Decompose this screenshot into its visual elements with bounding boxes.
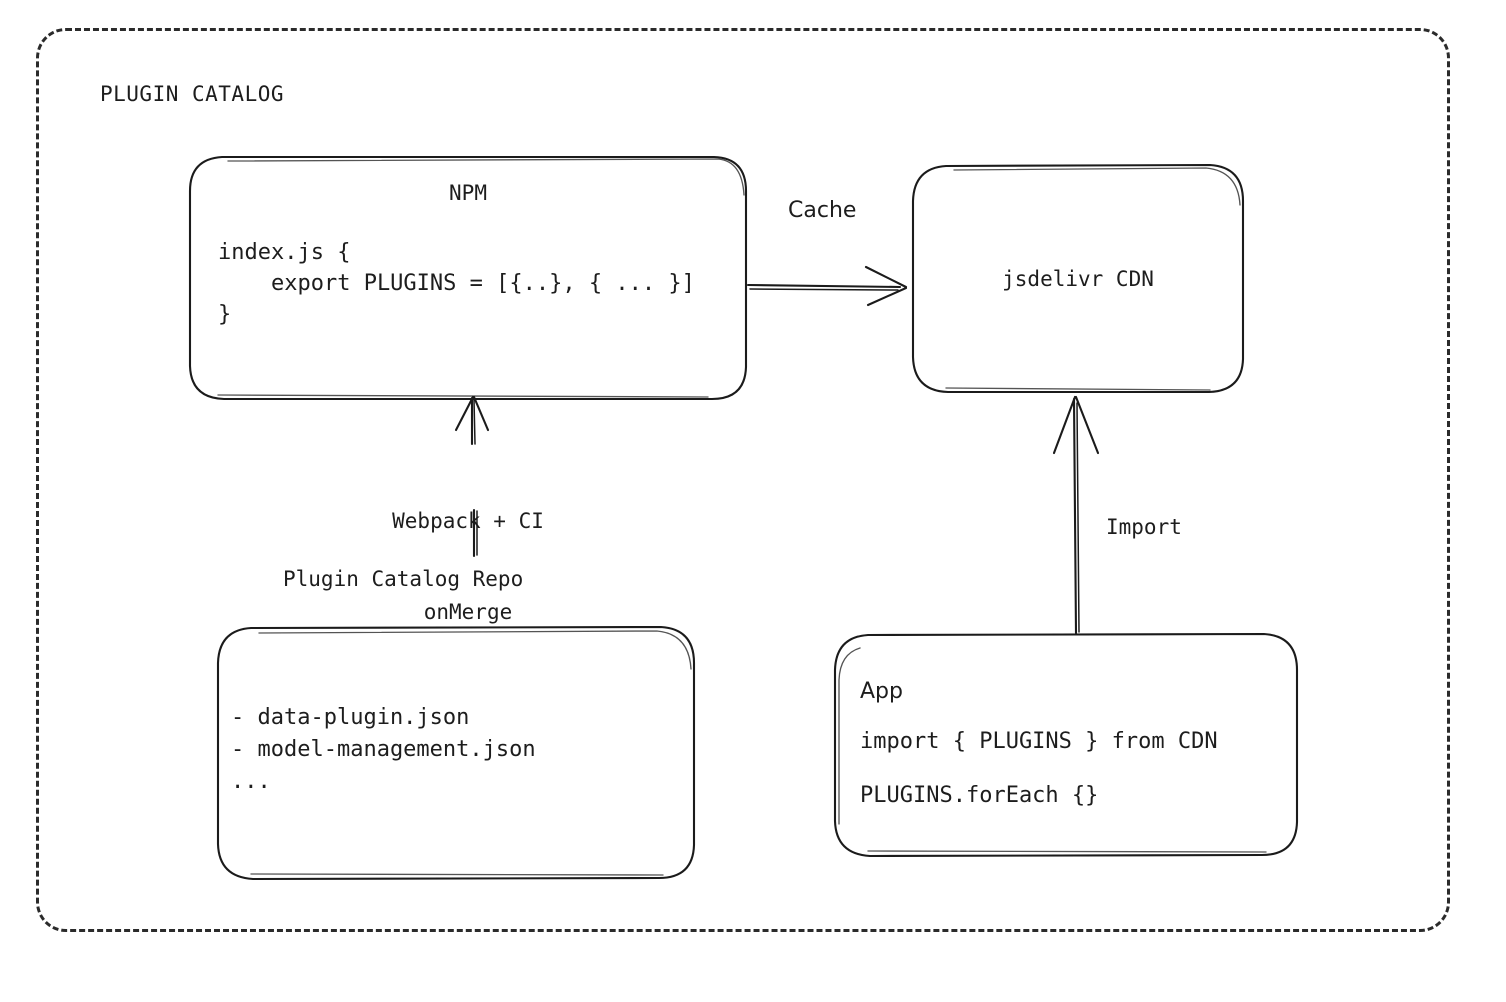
node-npm[interactable]: NPM index.js { export PLUGINS = [{..}, {… (188, 155, 748, 401)
code-line: index.js { (218, 240, 351, 265)
edge-label-webpack-line2: onMerge (423, 600, 513, 625)
code-line: import { PLUGINS } from CDN (860, 729, 1218, 755)
list-item: ... (231, 768, 271, 794)
node-jsdelivr-cdn-content: jsdelivr CDN (910, 163, 1246, 394)
node-app[interactable]: App import { PLUGINS } from CDN PLUGINS.… (832, 632, 1300, 858)
plugin-catalog-boundary (36, 28, 1450, 932)
repo-file-list: - data-plugin.json - model-management.js… (231, 702, 697, 798)
edge-label-webpack-line1: Webpack + CI (392, 508, 544, 533)
page-title: PLUGIN CATALOG (100, 82, 285, 106)
node-jsdelivr-cdn[interactable]: jsdelivr CDN (910, 163, 1246, 394)
code-line: } (218, 302, 232, 328)
node-jsdelivr-cdn-title: jsdelivr CDN (1002, 266, 1154, 291)
code-line: PLUGINS.forEach {} (860, 782, 1099, 808)
list-item: - data-plugin.json (231, 705, 470, 731)
list-item: - model-management.json (231, 737, 536, 763)
node-app-content: App import { PLUGINS } from CDN PLUGINS.… (832, 632, 1300, 858)
node-npm-title: NPM (449, 181, 487, 205)
edge-label-webpack: Webpack + CI onMerge (338, 445, 598, 689)
node-app-title: App (860, 679, 903, 705)
node-npm-content: NPM index.js { export PLUGINS = [{..}, {… (188, 155, 748, 401)
node-plugin-catalog-repo-caption: Plugin Catalog Repo (283, 567, 524, 591)
edge-label-cache: Cache (788, 198, 857, 223)
node-plugin-catalog-repo-content: - data-plugin.json - model-management.js… (215, 625, 697, 881)
edge-label-import: Import (1106, 515, 1182, 539)
node-npm-code: index.js { export PLUGINS = [{..}, { ...… (188, 237, 748, 331)
code-line: export PLUGINS = [{..}, { ... }] (218, 271, 695, 297)
